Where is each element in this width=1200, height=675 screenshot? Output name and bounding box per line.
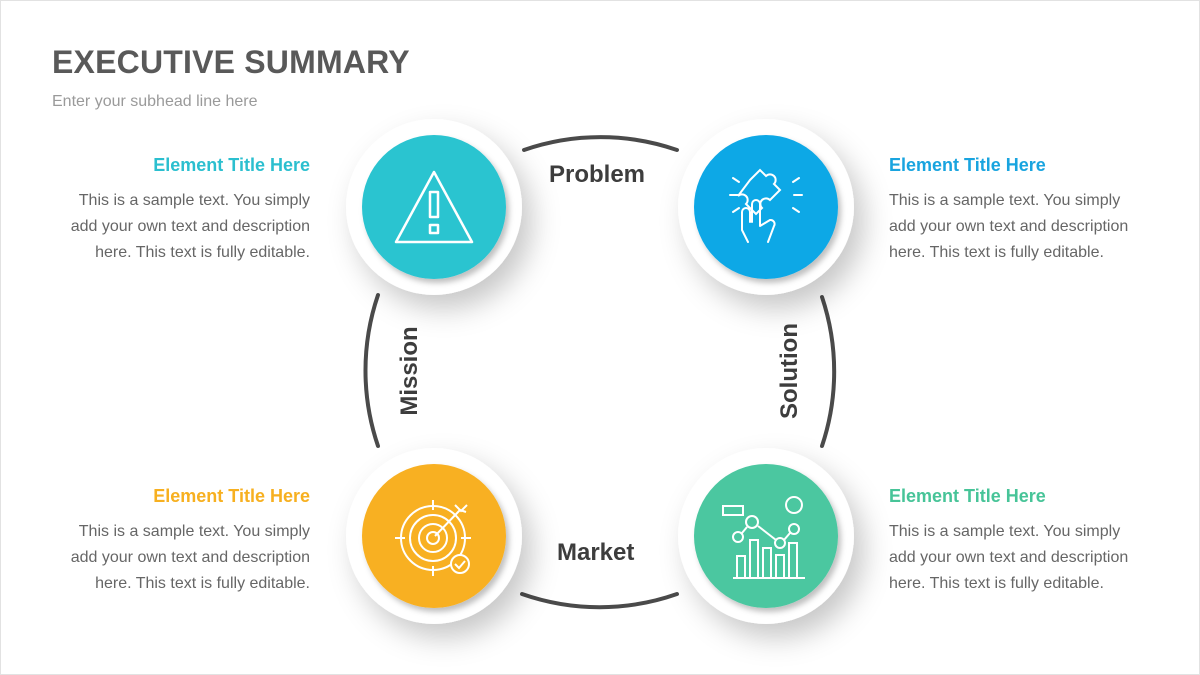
element-text: This is a sample text. You simply add yo… bbox=[70, 192, 310, 261]
market-chart-icon bbox=[722, 496, 805, 579]
element-title: Element Title Here bbox=[889, 486, 1046, 506]
element-title: Element Title Here bbox=[153, 155, 310, 175]
element-text: This is a sample text. You simply add yo… bbox=[889, 192, 1129, 261]
element-title: Element Title Here bbox=[889, 155, 1046, 175]
label-market: Market bbox=[557, 539, 635, 566]
element-title: Element Title Here bbox=[153, 486, 310, 506]
target-icon bbox=[395, 500, 471, 576]
arc-top bbox=[522, 135, 679, 152]
label-mission: Mission bbox=[396, 326, 423, 416]
node-solution-puzzle bbox=[678, 119, 854, 295]
node-market-chart bbox=[678, 448, 854, 624]
node-mission-target bbox=[346, 448, 522, 624]
puzzle-hand-icon bbox=[729, 168, 803, 243]
label-solution: Solution bbox=[776, 323, 803, 419]
element-block-top-left: Element Title Here This is a sample text… bbox=[50, 155, 310, 266]
label-problem: Problem bbox=[549, 161, 646, 188]
arc-right bbox=[820, 295, 837, 448]
arc-left bbox=[363, 293, 380, 448]
page-subhead: Enter your subhead line here bbox=[52, 93, 258, 110]
element-text: This is a sample text. You simply add yo… bbox=[70, 523, 310, 592]
page-title: EXECUTIVE SUMMARY bbox=[52, 44, 410, 80]
warning-icon bbox=[394, 170, 474, 244]
arc-bottom bbox=[520, 592, 679, 610]
node-problem-warning bbox=[346, 119, 522, 295]
element-block-top-right: Element Title Here This is a sample text… bbox=[889, 155, 1149, 266]
element-text: This is a sample text. You simply add yo… bbox=[889, 523, 1129, 592]
element-block-bottom-right: Element Title Here This is a sample text… bbox=[889, 486, 1149, 597]
element-block-bottom-left: Element Title Here This is a sample text… bbox=[50, 486, 310, 597]
